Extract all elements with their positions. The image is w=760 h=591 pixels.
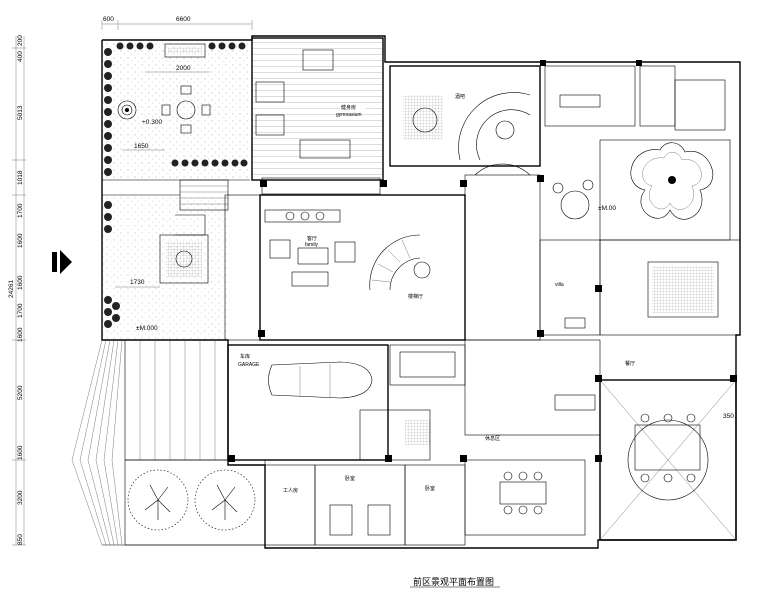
dim-350: 350 <box>723 413 734 420</box>
dim-left-1018: 1018 <box>17 170 24 185</box>
level-right: ±M.00 <box>598 205 616 212</box>
label-stair: 楼梯厅 <box>408 293 423 300</box>
gym: 健身房 gymnasium <box>251 37 384 195</box>
terrace-table <box>161 85 211 134</box>
level-terrace: +0.300 <box>142 119 162 126</box>
dim-1650: 1650 <box>134 143 149 150</box>
label-living-en: family <box>305 242 319 248</box>
left-lawn <box>71 339 265 546</box>
label-villa: villa <box>555 282 564 288</box>
bar: 酒吧 <box>389 65 541 167</box>
lounge: 休息区 <box>464 435 586 536</box>
drawing-title: 前区景观平面布置图 <box>410 576 500 588</box>
dim-left-5200: 5200 <box>17 385 24 400</box>
garden-trees <box>124 459 266 546</box>
dim-left-1700b: 1700 <box>17 303 24 318</box>
dim-left-1600d: 1600 <box>17 445 24 460</box>
dim-left-1600b: 1600 <box>17 275 24 290</box>
dim-left-400: 400 <box>17 51 24 62</box>
label-lounge: 休息区 <box>485 435 500 442</box>
right-courtyard: villa <box>539 239 741 336</box>
dim-2000: 2000 <box>176 65 191 72</box>
dim-left-5013: 5013 <box>17 105 24 120</box>
label-bar: 酒吧 <box>455 93 465 100</box>
pool <box>630 142 714 220</box>
level-main: ±M.000 <box>136 325 158 332</box>
label-living: 客厅 <box>307 235 317 242</box>
entrance-arrow <box>52 250 72 274</box>
dim-left-850: 850 <box>17 534 24 545</box>
label-gym-en: gymnasium <box>336 112 362 118</box>
label-bedroom1: 卧室 <box>345 475 355 482</box>
dim-left-3200: 3200 <box>17 490 24 505</box>
label-gym: 健身房 <box>341 104 356 111</box>
dim-left-1600a: 1600 <box>17 233 24 248</box>
corridor <box>464 163 541 341</box>
top-right-rooms <box>544 65 731 241</box>
dim-1730: 1730 <box>130 279 145 286</box>
dim-left-1600c: 1600 <box>17 327 24 342</box>
dim-left-1700a: 1700 <box>17 203 24 218</box>
left-dimension: 400 200 5013 1018 1700 1600 1600 1700 16… <box>8 35 26 546</box>
columns <box>228 60 737 462</box>
dim-left-200: 200 <box>17 35 24 46</box>
title-text: 前区景观平面布置图 <box>413 576 494 587</box>
label-maid: 工人房 <box>283 487 298 494</box>
front-yard: 1730 ±M.000 <box>102 194 261 341</box>
garage: 车库 GARAGE <box>227 344 389 461</box>
dim-600: 600 <box>103 16 114 23</box>
lounge-seating: ±M.00 <box>552 179 616 220</box>
living-room: 客厅 family 楼梯厅 <box>259 194 466 341</box>
dim-total: 24261 <box>8 280 15 298</box>
fountain <box>117 100 137 120</box>
bedrooms: 工人房 卧室 卧室 <box>264 464 466 546</box>
dim-6600: 6600 <box>176 16 191 23</box>
top-dimension: 600 6600 <box>101 16 253 30</box>
label-garage-en: GARAGE <box>238 362 260 368</box>
service-rooms <box>359 339 601 461</box>
label-bedroom2: 卧室 <box>425 485 435 492</box>
label-garage: 车库 <box>240 353 250 360</box>
dining: 350 餐厅 <box>599 360 737 541</box>
label-dining: 餐厅 <box>625 360 635 367</box>
